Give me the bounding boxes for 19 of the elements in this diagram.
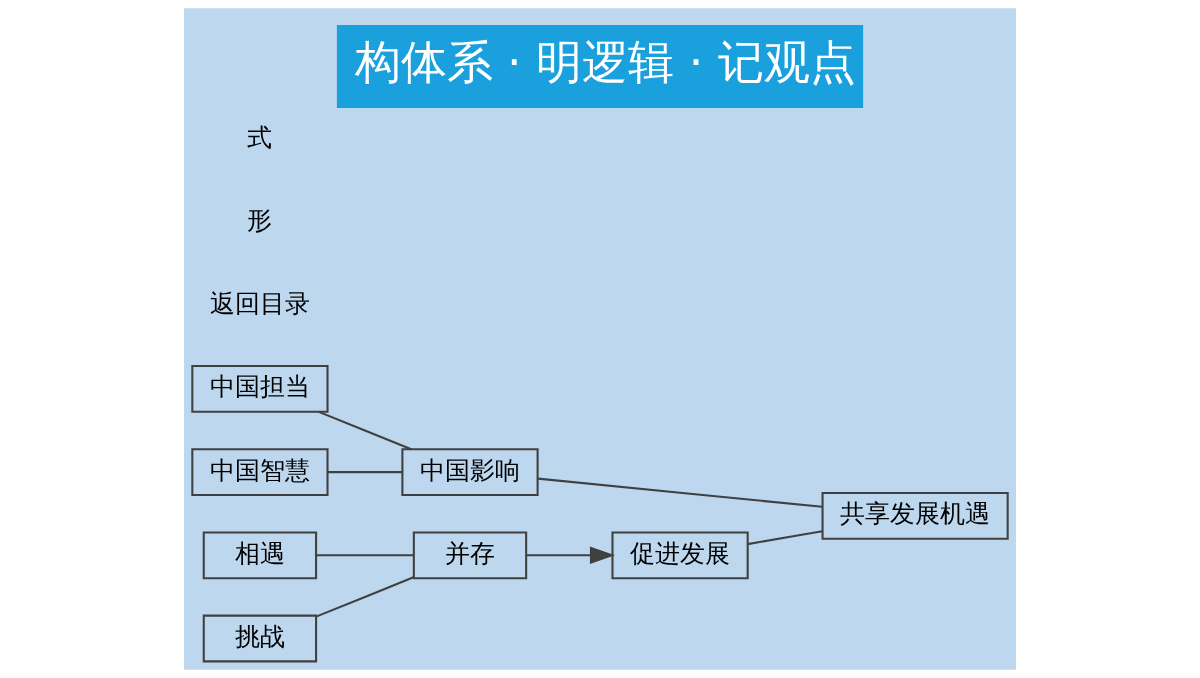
connector [538,477,823,508]
node-box: 共享发展机遇 [821,491,1009,540]
diagram-title: 构体系 · 明逻辑 · 记观点 [354,36,856,90]
label: 形 [247,205,273,235]
node-box: 中国智慧 [191,448,329,497]
connector [318,410,412,451]
connector [315,576,414,618]
label: 返回目录 [209,289,310,319]
label: 式 [247,122,273,152]
connector [316,554,414,557]
connector [327,471,403,474]
node-box: 相遇 [202,531,318,580]
node-box: 中国担当 [191,365,329,413]
arrow [526,546,615,565]
connector [747,530,823,546]
node-box: 并存 [412,531,528,580]
node-box: 挑战 [202,614,318,663]
node-box: 中国影响 [401,448,539,497]
node-box: 促进发展 [611,531,749,580]
